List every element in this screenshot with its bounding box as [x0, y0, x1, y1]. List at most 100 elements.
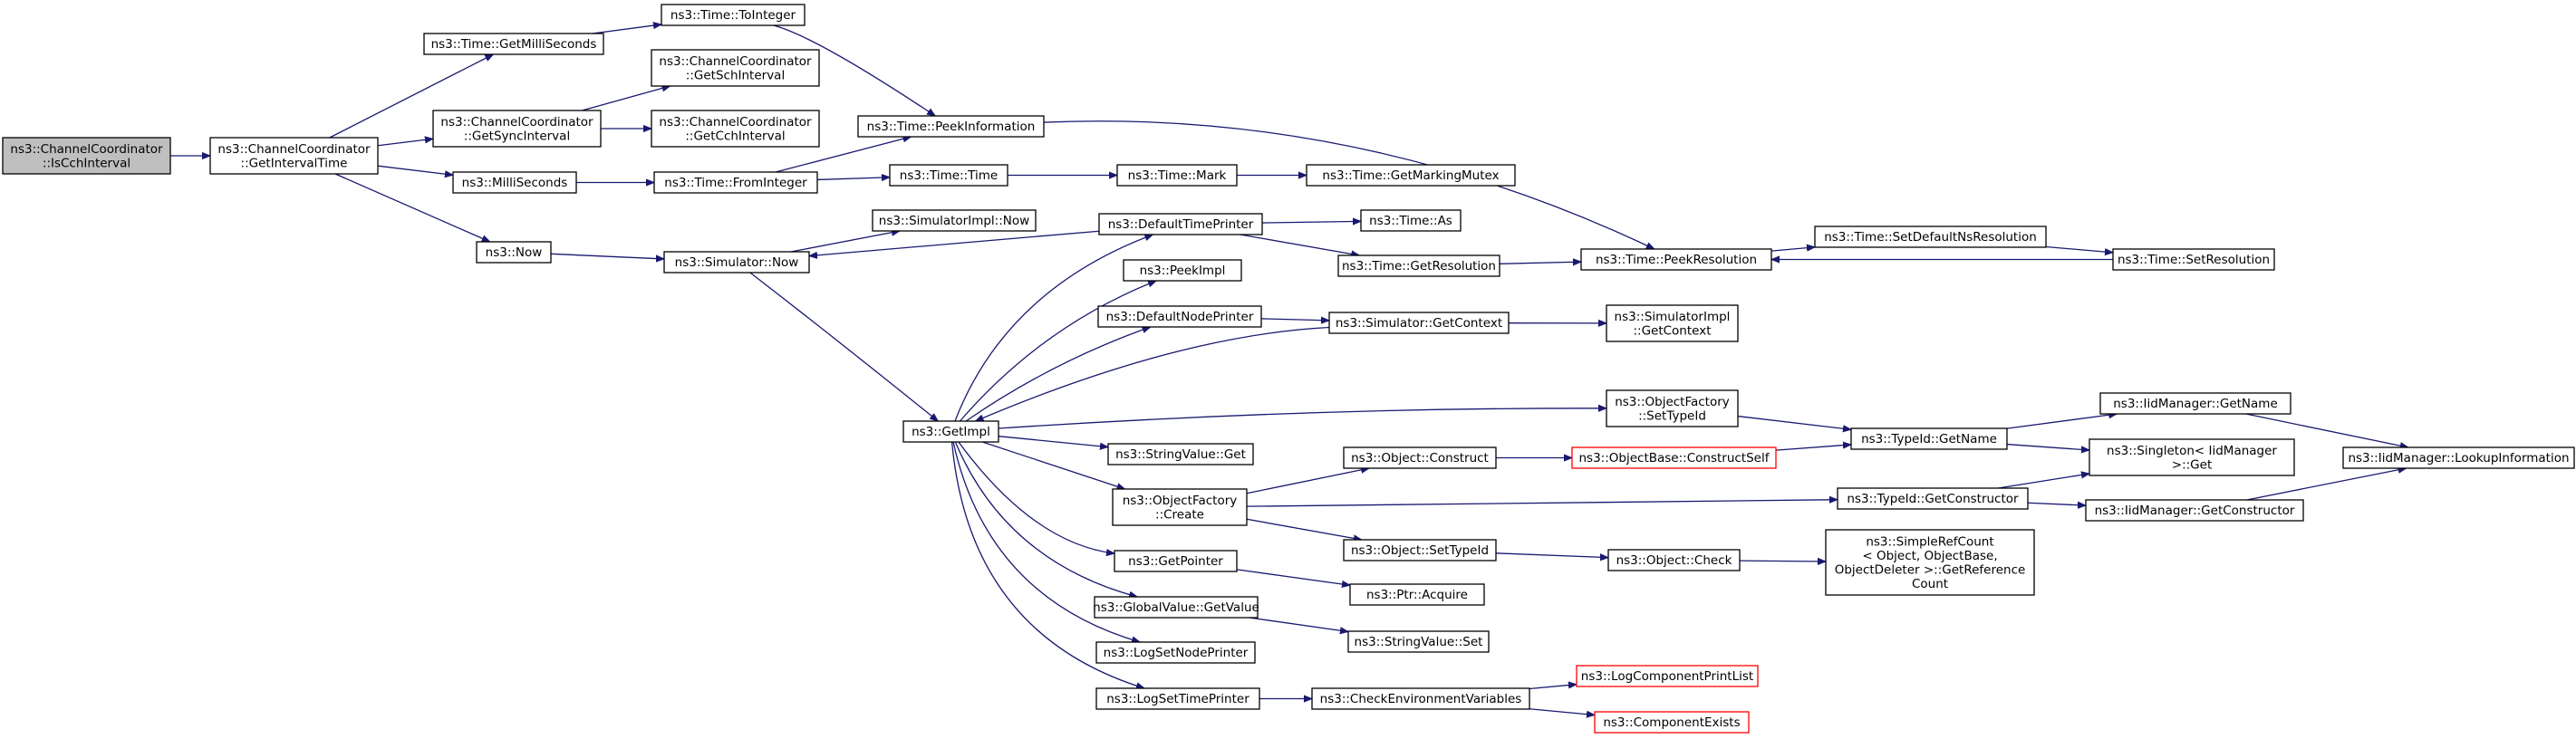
node-set-resolution[interactable]: ns3::Time::SetResolution: [2112, 248, 2275, 271]
node-label: ns3::Simulator::Now: [675, 255, 799, 270]
node-obj-construct[interactable]: ns3::Object::Construct: [1343, 446, 1497, 469]
node-mark[interactable]: ns3::Time::Mark: [1116, 164, 1238, 187]
node-box: [476, 241, 552, 264]
node-now[interactable]: ns3::Now: [476, 241, 552, 264]
edge-path: [329, 53, 494, 139]
node-label: ::Create: [1155, 507, 1204, 522]
node-label: ::SetTypeId: [1638, 408, 1706, 423]
node-label: ::GetSchInterval: [686, 68, 785, 82]
node-peek-info[interactable]: ns3::Time::PeekInformation: [857, 115, 1045, 138]
edge-path: [749, 272, 938, 421]
node-label: ObjectDeleter >::GetReference: [1835, 562, 2026, 577]
node-label: ns3::Time::FromInteger: [664, 176, 807, 190]
call-edge-default_node_printer-to-sim_get_context: [1260, 319, 1329, 321]
node-iid-getconstructor[interactable]: ns3::IidManager::GetConstructor: [2085, 499, 2304, 522]
node-box: [889, 164, 1008, 187]
node-obj-check[interactable]: ns3::Object::Check: [1607, 549, 1741, 571]
node-objbase-construct[interactable]: ns3::ObjectBase::ConstructSelf: [1571, 446, 1777, 469]
call-edge-check_env-to-comp_exists: [1529, 708, 1595, 715]
call-edge-objbase_construct-to-typeid_getname: [1775, 445, 1851, 451]
node-box: [1814, 226, 2047, 248]
node-box: [423, 33, 604, 55]
node-label: ns3::ChannelCoordinator: [659, 115, 812, 130]
node-label: ns3::SimulatorImpl: [1615, 310, 1731, 324]
node-get-interval[interactable]: ns3::ChannelCoordinator::GetIntervalTime: [209, 137, 379, 175]
node-get-resolution[interactable]: ns3::Time::GetResolution: [1337, 254, 1500, 277]
node-box: [2112, 248, 2275, 271]
node-typeid-getname[interactable]: ns3::TypeId::GetName: [1850, 427, 2008, 450]
call-edge-default_time_printer-to-get_resolution: [1240, 234, 1360, 255]
edge-path: [2045, 245, 2113, 252]
node-log-node[interactable]: ns3::LogSetNodePrinter: [1095, 641, 1256, 664]
node-get-sch[interactable]: ns3::ChannelCoordinator::GetSchInterval: [651, 49, 820, 87]
node-iid-getname[interactable]: ns3::IidManager::GetName: [2099, 392, 2291, 415]
call-edge-typeid_getconstructor-to-iid_getconstructor: [2027, 503, 2086, 505]
node-label: ns3::GlobalValue::GetValue: [1093, 600, 1259, 615]
node-log-time[interactable]: ns3::LogSetTimePrinter: [1095, 687, 1260, 710]
edge-path: [1260, 319, 1329, 321]
node-log-comp-print[interactable]: ns3::LogComponentPrintList: [1576, 665, 1759, 687]
node-peek-resolution[interactable]: ns3::Time::PeekResolution: [1580, 248, 1772, 271]
call-edge-sim_now-to-get_impl: [749, 272, 938, 421]
node-peek-impl[interactable]: ns3::PeekImpl: [1123, 259, 1242, 282]
call-edge-obj_settypeid-to-obj_check: [1495, 552, 1608, 558]
call-edge-to_integer-to-peek_info: [773, 24, 936, 116]
node-get-milli[interactable]: ns3::Time::GetMilliSeconds: [423, 33, 604, 55]
node-box: [2, 137, 171, 175]
node-default-time-printer[interactable]: ns3::DefaultTimePrinter: [1098, 213, 1263, 235]
node-label: ns3::TypeId::GetName: [1861, 432, 1997, 446]
node-milliseconds[interactable]: ns3::MilliSeconds: [452, 171, 577, 194]
node-get-sync[interactable]: ns3::ChannelCoordinator::GetSyncInterval: [432, 110, 602, 148]
edge-path: [377, 165, 453, 175]
node-check-env[interactable]: ns3::CheckEnvironmentVariables: [1311, 687, 1530, 710]
node-of-settypeid[interactable]: ns3::ObjectFactory::SetTypeId: [1606, 389, 1739, 427]
node-typeid-getconstructor[interactable]: ns3::TypeId::GetConstructor: [1837, 487, 2029, 510]
node-ptr-acquire[interactable]: ns3::Ptr::Acquire: [1349, 583, 1485, 606]
node-label: ns3::ChannelCoordinator: [440, 115, 593, 130]
node-iid-lookup[interactable]: ns3::IidManager::LookupInformation: [2342, 446, 2575, 469]
node-sv-set[interactable]: ns3::StringValue::Set: [1347, 630, 1490, 653]
node-of-create[interactable]: ns3::ObjectFactory::Create: [1112, 488, 1248, 526]
node-get-pointer[interactable]: ns3::GetPointer: [1114, 550, 1238, 572]
node-get-cch[interactable]: ns3::ChannelCoordinator::GetCchInterval: [651, 110, 820, 148]
node-label: ns3::Now: [486, 245, 543, 260]
edge-path: [976, 326, 1330, 422]
node-from-integer[interactable]: ns3::Time::FromInteger: [653, 171, 818, 194]
node-sv-get[interactable]: ns3::StringValue::Get: [1107, 443, 1254, 465]
call-edge-default_time_printer-to-time_as: [1261, 221, 1361, 223]
call-edge-iid_getconstructor-to-iid_lookup: [2246, 468, 2407, 501]
edge-path: [1236, 569, 1350, 585]
node-simple-refcount[interactable]: ns3::SimpleRefCount< Object, ObjectBase,…: [1825, 529, 2035, 596]
edge-path: [965, 327, 1151, 422]
node-label: ns3::ChannelCoordinator: [217, 142, 371, 157]
node-simimpl-getcontext[interactable]: ns3::SimulatorImpl::GetContext: [1606, 304, 1739, 342]
node-label: ns3::SimulatorImpl::Now: [879, 214, 1029, 228]
call-edge-get_sync-to-get_sch: [582, 86, 670, 111]
node-label: ns3::ObjectBase::ConstructSelf: [1579, 451, 1770, 465]
node-sim-now[interactable]: ns3::Simulator::Now: [663, 251, 810, 274]
node-to-integer[interactable]: ns3::Time::ToInteger: [661, 4, 806, 26]
node-default-node-printer[interactable]: ns3::DefaultNodePrinter: [1097, 305, 1262, 328]
node-box: [1837, 487, 2029, 510]
call-edge-iid_getname-to-iid_lookup: [2245, 413, 2408, 447]
node-box: [1360, 209, 1462, 232]
node-box: [1343, 539, 1497, 561]
node-gv-get[interactable]: ns3::GlobalValue::GetValue: [1093, 596, 1259, 619]
node-label: ns3::TypeId::GetConstructor: [1847, 492, 2019, 506]
edge-path: [998, 408, 1606, 429]
node-sim-get-context[interactable]: ns3::Simulator::GetContext: [1328, 312, 1510, 334]
node-box: [1571, 446, 1777, 469]
node-box: [1337, 254, 1500, 277]
node-marking-mutex[interactable]: ns3::Time::GetMarkingMutex: [1306, 164, 1516, 187]
node-set-default-ns[interactable]: ns3::Time::SetDefaultNsResolution: [1814, 226, 2047, 248]
node-get-impl[interactable]: ns3::GetImpl: [902, 420, 999, 443]
node-time-time[interactable]: ns3::Time::Time: [889, 164, 1008, 187]
node-time-as[interactable]: ns3::Time::As: [1360, 209, 1462, 232]
node-singleton-get[interactable]: ns3::Singleton< IidManager >::Get: [2089, 438, 2295, 476]
node-simimpl-now[interactable]: ns3::SimulatorImpl::Now: [872, 209, 1037, 232]
node-box: [1094, 596, 1259, 619]
node-box: [1123, 259, 1242, 282]
node-obj-settypeid[interactable]: ns3::Object::SetTypeId: [1343, 539, 1497, 561]
node-comp-exists[interactable]: ns3::ComponentExists: [1594, 711, 1750, 734]
node-box: [1112, 488, 1248, 526]
